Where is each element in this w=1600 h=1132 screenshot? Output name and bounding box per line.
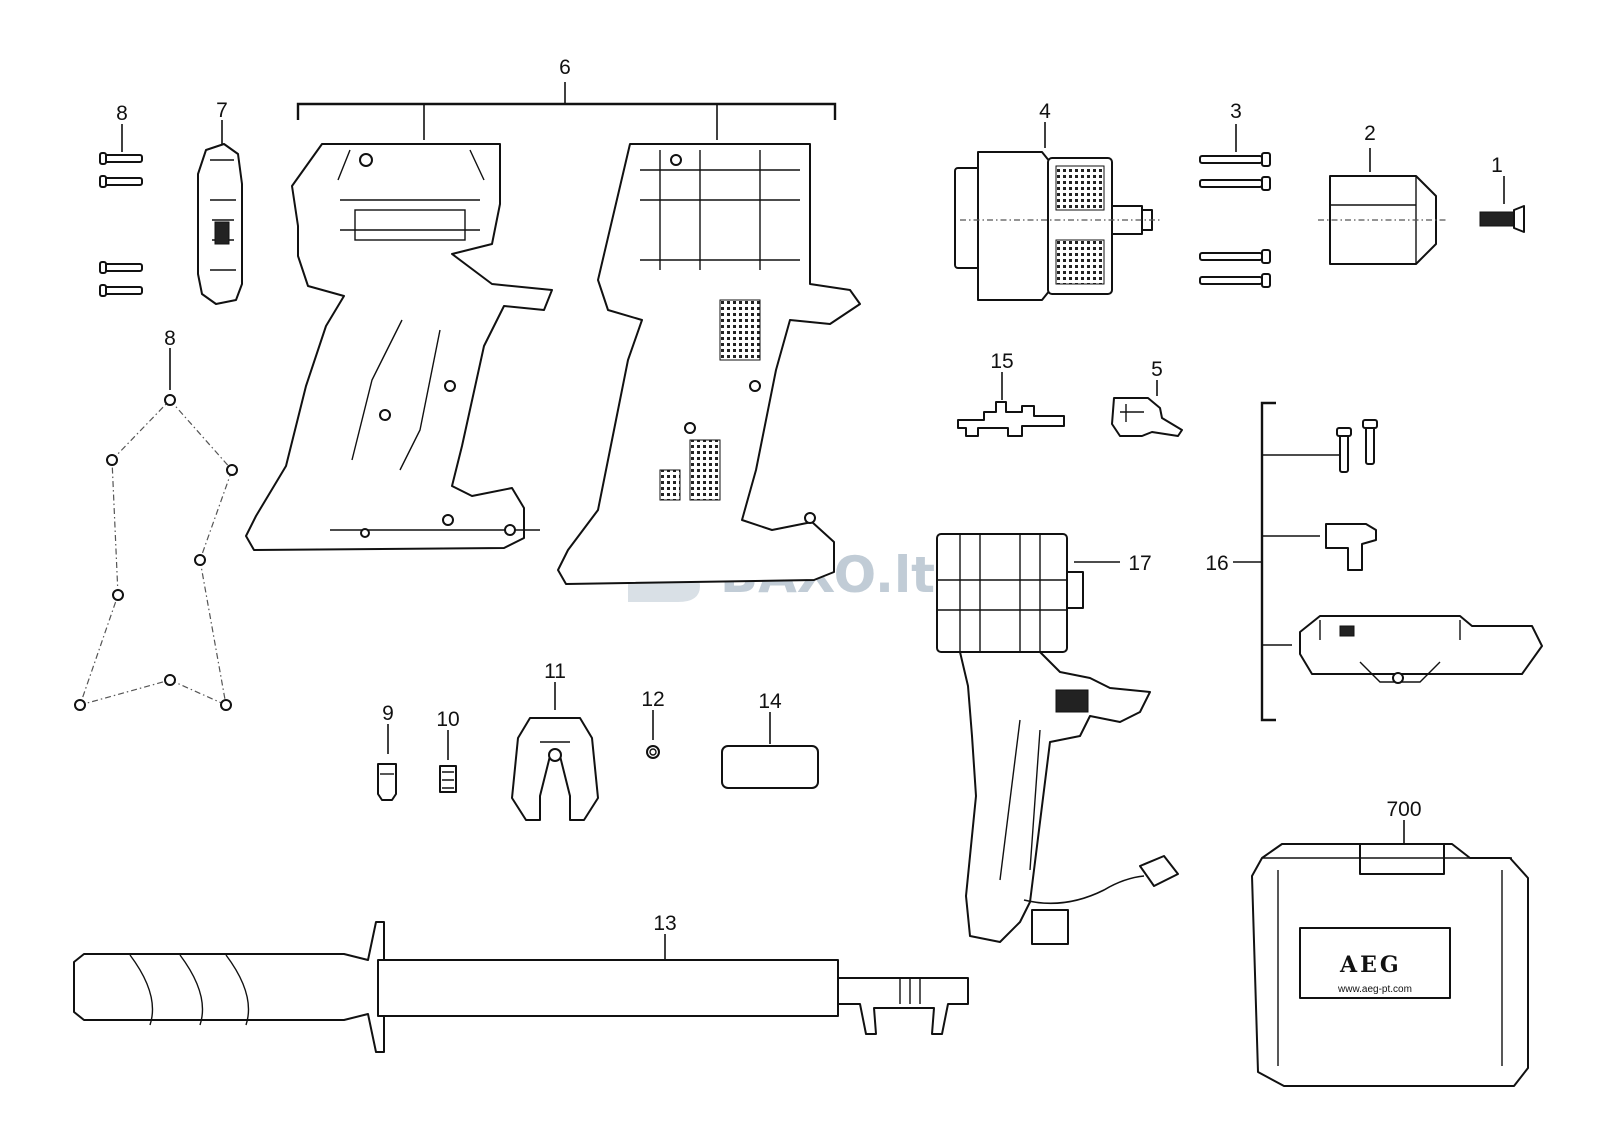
part-14-label-plate (721, 712, 819, 789)
part-13-side-handle (73, 921, 969, 1053)
label-part-2: 2 (1364, 122, 1376, 145)
part-15-switch-plate (957, 372, 1065, 437)
label-part-16: 16 (1205, 552, 1228, 575)
label-part-1: 1 (1491, 154, 1503, 177)
part-17-motor-assembly (936, 533, 1179, 945)
part-labels: 1 2 3 4 5 6 7 8 8 9 10 11 12 13 14 15 16… (116, 56, 1503, 935)
part-6-housing-left (245, 143, 553, 551)
watermark-suffix: .lt (875, 546, 935, 604)
label-part-15: 15 (990, 350, 1013, 373)
part-9-nut (377, 724, 397, 801)
part-6-housing-right (557, 143, 861, 585)
case-url: www.aeg-pt.com (1337, 984, 1412, 995)
label-part-4: 4 (1039, 100, 1051, 123)
part-8-screw-pattern (74, 348, 238, 711)
part-4-gearbox (954, 122, 1160, 301)
part-8-screws-top (99, 124, 143, 297)
label-part-8-pattern: 8 (164, 327, 176, 350)
part-7-side-cover (197, 120, 243, 305)
part-2-chuck (1318, 148, 1446, 265)
label-part-11: 11 (544, 660, 566, 683)
part-6-housing-bracket (296, 82, 837, 140)
label-part-5: 5 (1151, 358, 1163, 381)
part-11-belt-clip (511, 682, 599, 821)
label-part-12: 12 (641, 688, 664, 711)
part-12-screw (646, 710, 660, 759)
label-part-9: 9 (382, 702, 394, 725)
label-part-700: 700 (1386, 798, 1421, 821)
part-16-bracket-group (1233, 401, 1543, 722)
case-logo: AEG (1339, 952, 1402, 978)
label-part-14: 14 (758, 690, 782, 713)
label-part-3: 3 (1230, 100, 1242, 123)
label-part-7: 7 (216, 99, 228, 122)
label-part-8-top: 8 (116, 102, 128, 125)
part-3-screws (1199, 124, 1271, 288)
part-700-carry-case: AEG www.aeg-pt.com (1251, 820, 1529, 1087)
part-10-clip (439, 730, 457, 793)
label-part-10: 10 (436, 708, 459, 731)
label-part-17: 17 (1128, 552, 1151, 575)
part-1-screw (1479, 176, 1525, 233)
label-part-6: 6 (559, 56, 571, 79)
label-part-13: 13 (653, 912, 676, 935)
part-5-bracket (1111, 380, 1183, 437)
